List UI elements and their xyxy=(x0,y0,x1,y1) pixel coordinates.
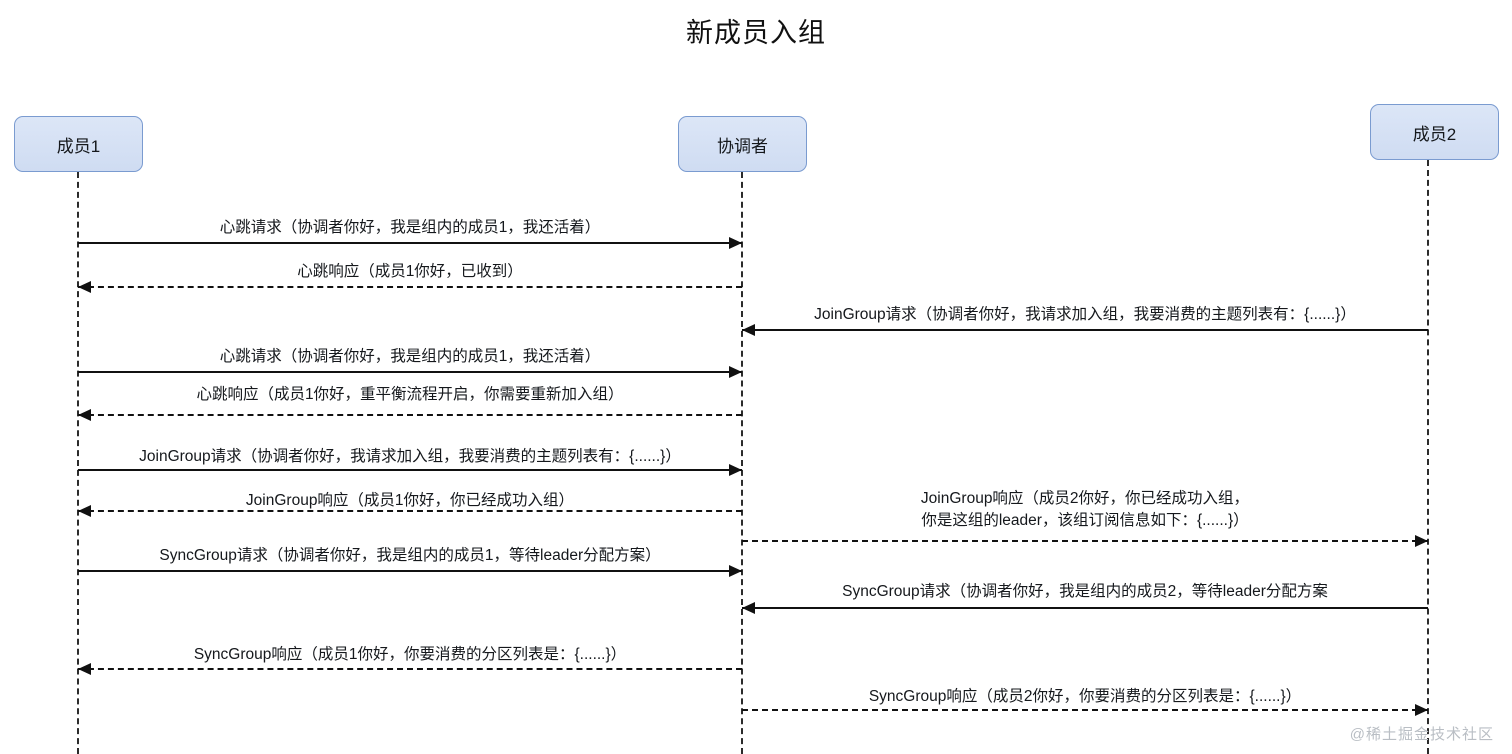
arrow-head-left xyxy=(742,324,755,336)
arrow-head-right xyxy=(729,464,742,476)
message-line xyxy=(78,286,742,288)
message-line xyxy=(742,540,1428,542)
arrow-head-right xyxy=(729,366,742,378)
arrow-head-left xyxy=(78,505,91,517)
message-line xyxy=(78,371,742,373)
message-label: JoinGroup请求（协调者你好，我请求加入组，我要消费的主题列表有：{...… xyxy=(814,306,1356,323)
lifeline-coordinator xyxy=(741,172,743,754)
participant-label: 协调者 xyxy=(717,136,768,156)
message-line xyxy=(78,668,742,670)
participant-box-coordinator[interactable]: 协调者 xyxy=(678,116,807,172)
message-line xyxy=(78,469,742,471)
message-label: SyncGroup请求（协调者你好，我是组内的成员2，等待leader分配方案 xyxy=(842,583,1328,600)
participant-box-member2[interactable]: 成员2 xyxy=(1370,104,1499,160)
arrow-head-right xyxy=(729,237,742,249)
message-line xyxy=(78,414,742,416)
message-label: JoinGroup请求（协调者你好，我请求加入组，我要消费的主题列表有：{...… xyxy=(139,448,681,465)
arrow-head-right xyxy=(1415,704,1428,716)
message-line xyxy=(78,510,742,512)
message-line xyxy=(78,242,742,244)
message-label: 心跳响应（成员1你好，重平衡流程开启，你需要重新加入组） xyxy=(196,386,624,403)
message-line xyxy=(742,709,1428,711)
watermark: @稀土掘金技术社区 xyxy=(1349,726,1494,743)
message-label: SyncGroup响应（成员1你好，你要消费的分区列表是：{......}） xyxy=(193,646,627,663)
participant-label: 成员1 xyxy=(56,136,101,156)
message-label: 心跳请求（协调者你好，我是组内的成员1，我还活着） xyxy=(219,348,601,365)
participant-box-member1[interactable]: 成员1 xyxy=(14,116,143,172)
arrow-head-left xyxy=(78,409,91,421)
message-label: SyncGroup响应（成员2你好，你要消费的分区列表是：{......}） xyxy=(868,688,1302,705)
participant-label: 成员2 xyxy=(1412,124,1457,144)
arrow-head-left xyxy=(742,602,755,614)
page-title: 新成员入组 xyxy=(686,18,826,48)
arrow-head-left xyxy=(78,663,91,675)
message-line xyxy=(742,607,1428,609)
arrow-head-right xyxy=(729,565,742,577)
message-label: 心跳请求（协调者你好，我是组内的成员1，我还活着） xyxy=(219,219,601,236)
message-line xyxy=(78,570,742,572)
message-label: SyncGroup请求（协调者你好，我是组内的成员1，等待leader分配方案） xyxy=(159,547,661,564)
message-label: JoinGroup响应（成员1你好，你已经成功入组） xyxy=(245,492,575,509)
message-line xyxy=(742,329,1428,331)
arrow-head-right xyxy=(1415,535,1428,547)
message-label: 心跳响应（成员1你好，已收到） xyxy=(297,263,523,280)
lifeline-member1 xyxy=(77,172,79,754)
message-label: JoinGroup响应（成员2你好，你已经成功入组， 你是这组的leader，该… xyxy=(920,490,1250,529)
lifeline-member2 xyxy=(1427,160,1429,754)
arrow-head-left xyxy=(78,281,91,293)
